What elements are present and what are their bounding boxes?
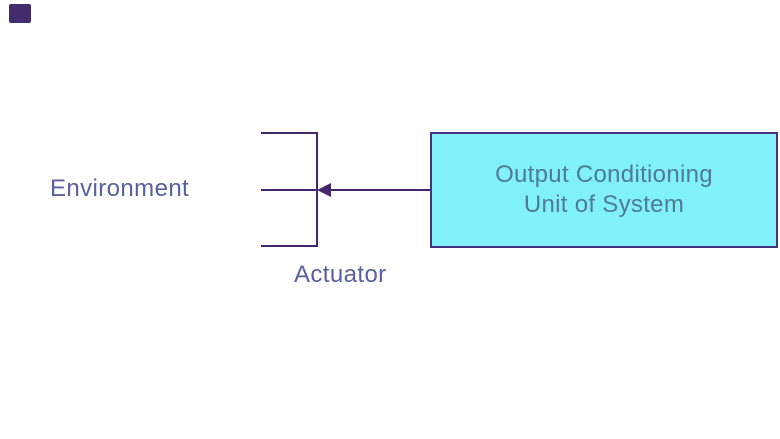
environment-label: Environment bbox=[50, 175, 190, 202]
box-text-line2: Unit of System bbox=[523, 191, 685, 218]
arrow-line bbox=[329, 189, 432, 191]
bracket-top-line bbox=[261, 132, 318, 134]
bracket-bottom-line bbox=[261, 245, 318, 247]
actuator-label: Actuator bbox=[294, 261, 387, 288]
bracket-middle-line bbox=[261, 189, 318, 191]
box-text-line1: Output Conditioning bbox=[495, 161, 713, 188]
corner-marker bbox=[9, 4, 31, 23]
left-arrowhead-icon bbox=[317, 183, 331, 197]
output-conditioning-box: Output Conditioning Unit of System bbox=[430, 132, 778, 248]
